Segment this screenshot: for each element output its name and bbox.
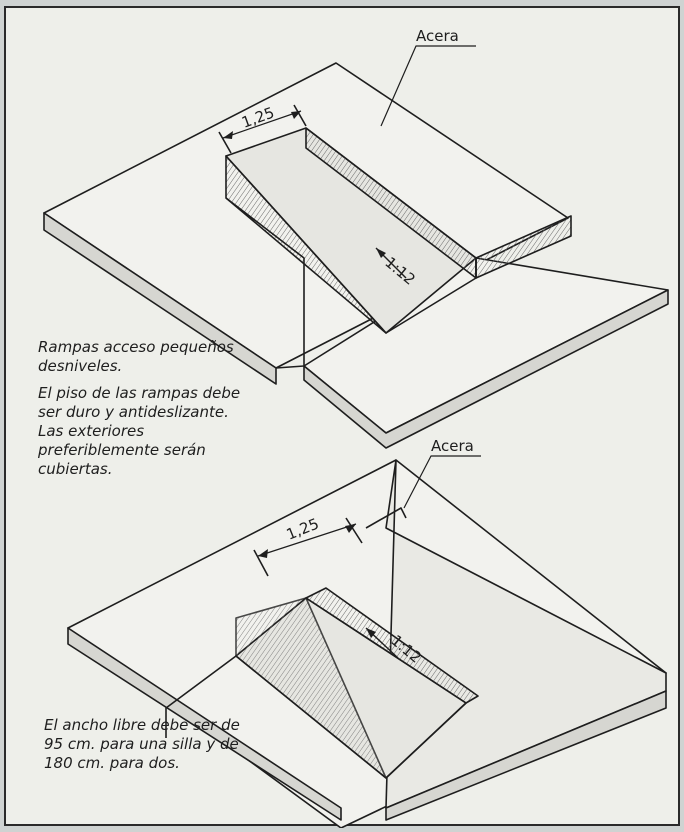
ramp-figure-bottom	[67, 455, 667, 828]
caption-top-title: Rampas acceso pequeños desniveles.	[38, 338, 234, 375]
caption-top-body: El piso de las rampas debe ser duro y an…	[38, 384, 241, 478]
caption-bottom-body: El ancho libre debe ser de 95 cm. para u…	[44, 716, 240, 772]
caption-top: Rampas acceso pequeños desniveles. El pi…	[38, 338, 258, 487]
ramp-flare-right-bottom	[305, 587, 479, 704]
ramp-figure-top	[43, 45, 669, 449]
sidewalk-label-top: Acera	[416, 27, 459, 45]
illustration-panel: Acera 1,25 1:12 Acera 1,25 1:12 Rampas a…	[4, 6, 680, 828]
ramp-drawings: Acera 1,25 1:12 Acera 1,25 1:12	[43, 27, 669, 828]
caption-bottom: El ancho libre debe ser de 95 cm. para u…	[44, 716, 254, 781]
ramp-flare-left-top	[225, 155, 387, 334]
sidewalk-label-bottom: Acera	[431, 437, 474, 455]
